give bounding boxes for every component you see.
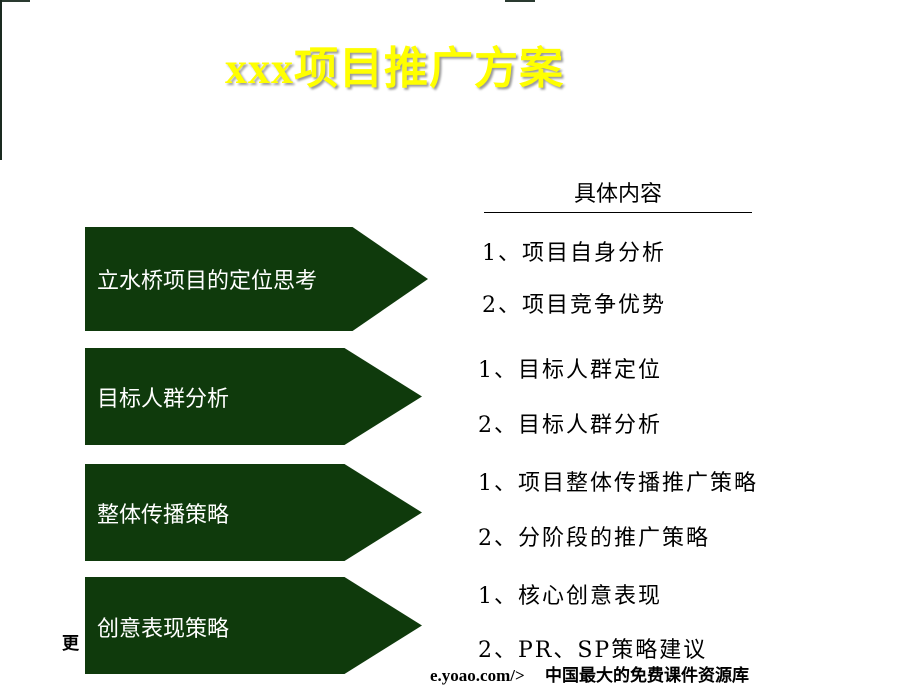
section-item: 1、核心创意表现: [478, 584, 662, 609]
section-label: 创意表现策略: [97, 617, 230, 642]
section-item: 1、项目自身分析: [482, 241, 666, 266]
content-header: 具体内容: [484, 176, 752, 213]
section-arrow-4: 创意表现策略: [85, 577, 422, 674]
top-border: [0, 0, 30, 2]
section-arrow-1: 立水桥项目的定位思考: [85, 227, 428, 331]
section-item: 1、目标人群定位: [478, 358, 662, 383]
section-arrow-2: 目标人群分析: [85, 348, 422, 445]
section-label: 目标人群分析: [97, 386, 230, 412]
section-arrow-3: 整体传播策略: [85, 464, 422, 561]
section-item: 2、项目竞争优势: [482, 293, 666, 318]
slide-title: xxx项目推广方案: [225, 44, 564, 93]
section-item: 2、分阶段的推广策略: [478, 526, 710, 551]
footer-url[interactable]: e.yoao.com/>: [430, 666, 525, 685]
left-border: [0, 0, 2, 160]
footer-slogan: 中国最大的免费课件资源库: [545, 666, 749, 686]
section-item: 1、项目整体传播推广策略: [478, 471, 758, 496]
section-item: 2、PR、SP策略建议: [478, 638, 708, 663]
section-label: 立水桥项目的定位思考: [97, 269, 318, 294]
top-border: [505, 0, 535, 2]
section-label: 整体传播策略: [97, 502, 230, 528]
section-item: 2、目标人群分析: [478, 413, 662, 438]
footer-prefix: 更: [62, 634, 79, 654]
